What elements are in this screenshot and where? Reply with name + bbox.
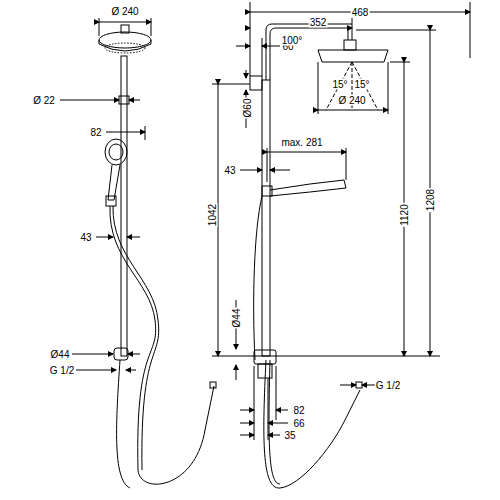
dimension-label: 468 bbox=[351, 7, 370, 18]
dimension-label: G 1/2 bbox=[375, 380, 401, 391]
dimension-label: 1120 bbox=[399, 203, 410, 227]
dimension-label: 15° bbox=[353, 79, 370, 90]
dimension-label: 82 bbox=[89, 127, 102, 138]
dimension-label: Ø44 bbox=[50, 349, 71, 360]
dimension-label: Ø 240 bbox=[110, 6, 139, 17]
dimension-label: 352 bbox=[309, 17, 328, 28]
dimension-label: max. 281 bbox=[280, 137, 323, 148]
dimension-label: G 1/2 bbox=[49, 365, 75, 376]
dimension-label: Ø 22 bbox=[32, 95, 56, 106]
dimension-label: 35 bbox=[283, 430, 296, 441]
dimension-label: 66 bbox=[292, 418, 305, 429]
dimension-label: 43 bbox=[79, 232, 92, 243]
dimension-label: 100° bbox=[281, 35, 304, 46]
dimension-label: 1208 bbox=[425, 188, 436, 212]
dimension-label: Ø 240 bbox=[337, 95, 366, 106]
dimension-label: Ø44 bbox=[231, 308, 242, 329]
dimension-label: 15° bbox=[331, 79, 348, 90]
dimension-label: Ø60 bbox=[242, 98, 253, 119]
dimension-label: 43 bbox=[223, 165, 236, 176]
dimension-label: 82 bbox=[292, 405, 305, 416]
dimension-label: 1042 bbox=[207, 203, 218, 227]
